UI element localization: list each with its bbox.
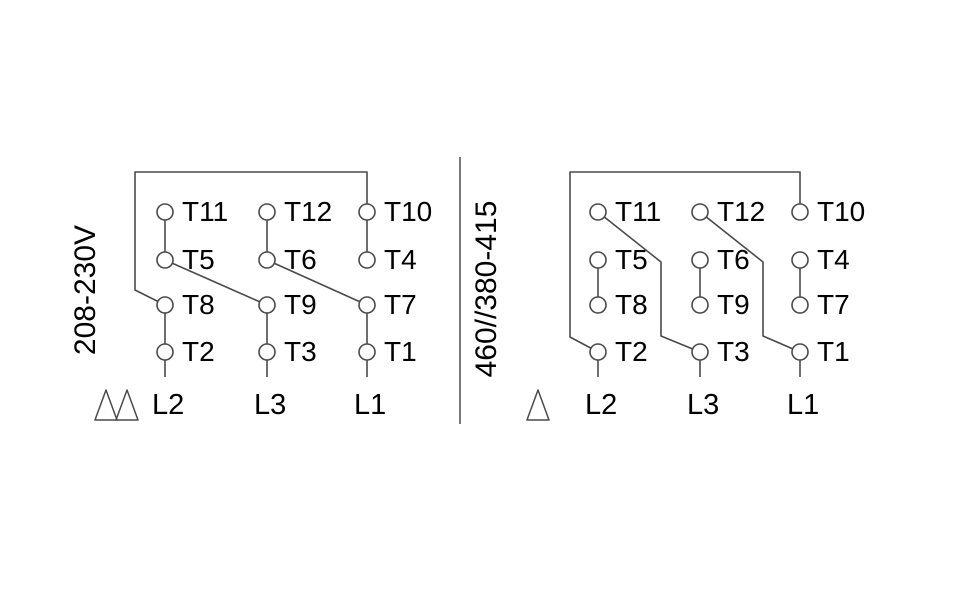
terminal-circle	[691, 343, 709, 361]
high-voltage-delta-group	[526, 171, 809, 421]
terminal-circle	[258, 251, 276, 269]
wire	[597, 211, 701, 353]
terminal-circle	[258, 203, 276, 221]
wire	[699, 211, 801, 353]
terminal-label-low-t8: T8	[182, 289, 215, 320]
delta-triangle	[115, 389, 139, 421]
terminal-label-high-t5: T5	[615, 244, 648, 275]
terminal-circle	[358, 343, 376, 361]
terminal-circle	[258, 343, 276, 361]
terminal-circle	[791, 203, 809, 221]
terminal-label-high-t8: T8	[615, 289, 648, 320]
terminal-label-low-t5: T5	[182, 244, 215, 275]
delta-triangle	[94, 389, 118, 421]
terminal-circle	[156, 251, 174, 269]
terminal-circle	[691, 296, 709, 314]
terminal-label-low-t2: T2	[182, 336, 215, 367]
terminal-label-high-t9: T9	[717, 289, 750, 320]
terminal-circle	[589, 251, 607, 269]
wire	[164, 259, 268, 306]
terminal-label-low-t3: T3	[284, 336, 317, 367]
terminal-circle	[589, 343, 607, 361]
terminal-label-low-t6: T6	[284, 244, 317, 275]
terminal-circle	[791, 251, 809, 269]
lead-label-high-l2: L2	[585, 389, 618, 421]
terminal-label-low-t9: T9	[284, 289, 317, 320]
terminal-label-high-t2: T2	[615, 336, 648, 367]
low-voltage-double-delta-group	[94, 171, 376, 421]
lead-label-high-l3: L3	[687, 389, 720, 421]
terminal-label-high-t7: T7	[817, 289, 850, 320]
terminal-circle	[156, 343, 174, 361]
terminal-label-low-t12: T12	[284, 196, 333, 227]
terminal-circle	[589, 296, 607, 314]
terminal-label-low-t10: T10	[384, 196, 433, 227]
delta-symbol-icon	[526, 389, 550, 421]
terminal-label-high-t6: T6	[717, 244, 750, 275]
terminal-circle	[791, 343, 809, 361]
terminal-label-high-t10: T10	[817, 196, 866, 227]
terminal-label-low-t11: T11	[182, 196, 229, 227]
terminal-circle	[156, 203, 174, 221]
voltage-label-low: 208-230V	[69, 224, 102, 356]
lead-label-low-l3: L3	[254, 389, 287, 421]
delta-triangle	[526, 389, 550, 421]
terminal-circle	[589, 203, 607, 221]
voltage-label-high: 460//380-415	[470, 200, 503, 378]
terminal-label-high-t3: T3	[717, 336, 750, 367]
terminal-circle	[258, 296, 276, 314]
terminal-circle	[691, 203, 709, 221]
terminal-label-low-t7: T7	[384, 289, 417, 320]
terminal-circle	[358, 296, 376, 314]
terminal-circle	[791, 296, 809, 314]
wire	[134, 171, 368, 306]
terminal-circle	[358, 203, 376, 221]
terminal-label-low-t1: T1	[384, 336, 417, 367]
terminal-label-low-t4: T4	[384, 244, 417, 275]
terminal-label-high-t4: T4	[817, 244, 850, 275]
terminal-label-high-t1: T1	[817, 336, 850, 367]
terminal-label-high-t11: T11	[615, 196, 662, 227]
lead-label-high-l1: L1	[787, 389, 820, 421]
terminal-circle	[156, 296, 174, 314]
terminal-label-high-t12: T12	[717, 196, 766, 227]
terminal-circle	[691, 251, 709, 269]
double-delta-symbol-icon	[94, 389, 139, 421]
terminal-circle	[358, 251, 376, 269]
lead-label-low-l2: L2	[152, 389, 185, 421]
wire	[266, 259, 368, 306]
lead-label-low-l1: L1	[354, 389, 387, 421]
wire	[569, 171, 801, 353]
